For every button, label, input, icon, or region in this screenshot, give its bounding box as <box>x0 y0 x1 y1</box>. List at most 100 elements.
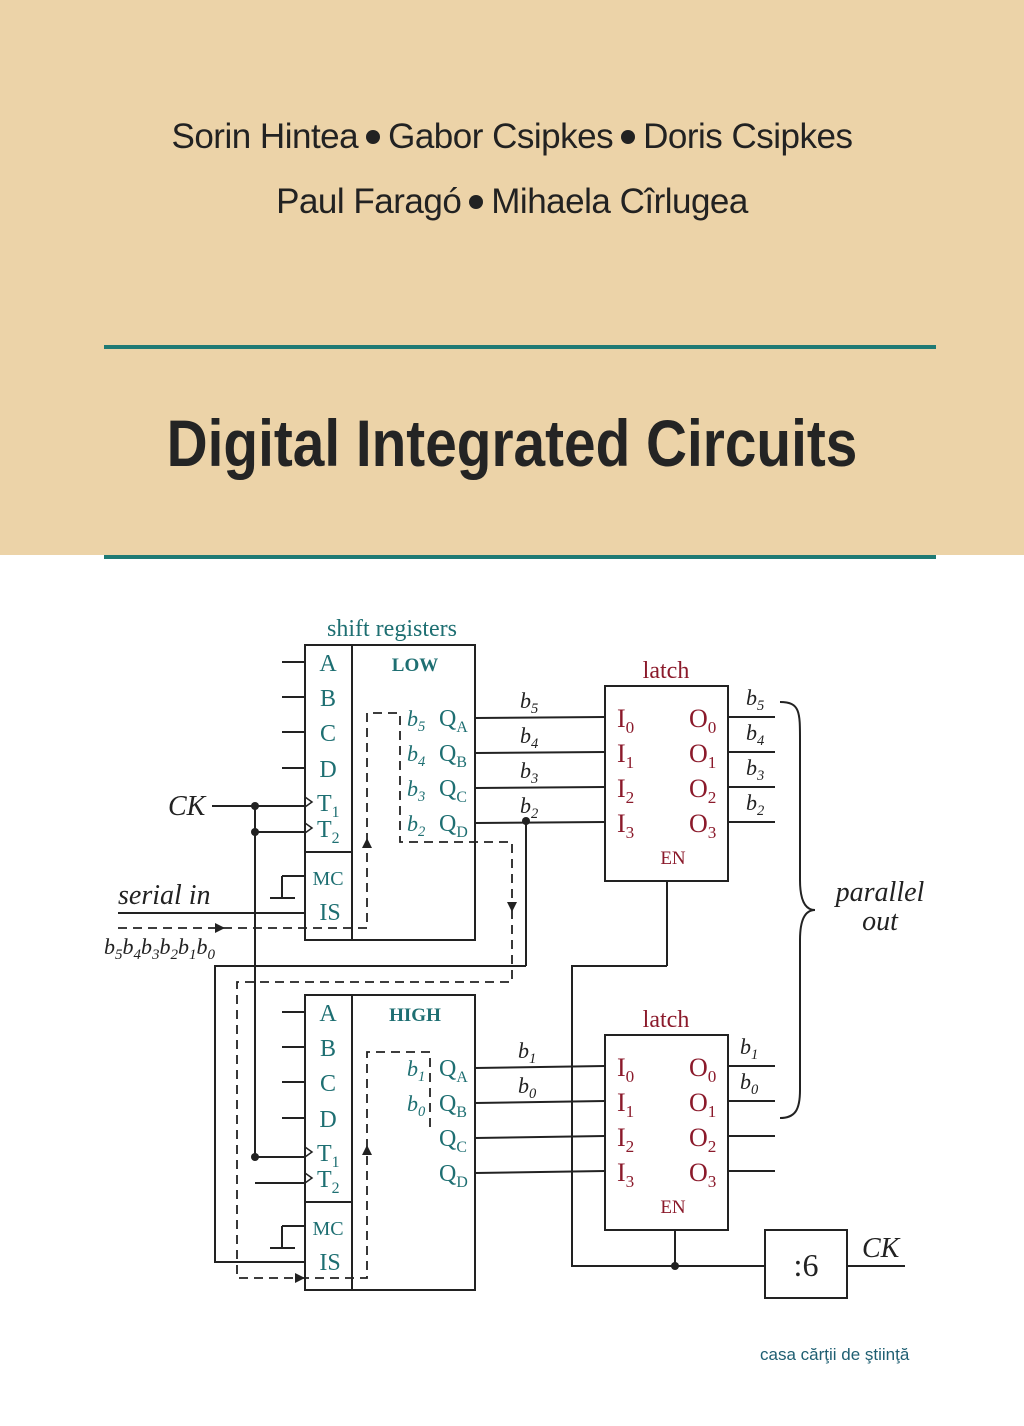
data-bus-line <box>474 821 606 824</box>
low-latch-output: O1 <box>689 739 716 772</box>
low-internal-bit: b4 <box>407 741 425 770</box>
dashed-data-path <box>366 712 513 910</box>
high-clock-input: T1 <box>317 1141 340 1171</box>
low-output-q: QB <box>439 741 467 771</box>
high-latch-label: latch <box>643 1007 690 1033</box>
low-clock-input: T2 <box>317 817 340 847</box>
low-latch-output: O3 <box>689 809 716 842</box>
author-name: Paul Faragó <box>276 182 462 221</box>
author-name: Doris Csipkes <box>643 117 853 156</box>
data-bus-line <box>474 1065 606 1069</box>
bottom-rule <box>104 555 936 559</box>
low-register-box <box>304 644 476 941</box>
high-latch-output: O0 <box>689 1053 716 1086</box>
parallel-out-brace <box>779 701 816 1119</box>
bullet-icon <box>469 194 484 209</box>
high-latch-output: O1 <box>689 1088 716 1121</box>
dashed-data-path <box>300 1148 368 1279</box>
low-is-label: IS <box>319 900 340 926</box>
high-latch-input: I1 <box>617 1088 634 1121</box>
dashed-data-path <box>366 1051 431 1148</box>
author-name: Gabor Csipkes <box>388 117 614 156</box>
bullet-icon <box>366 129 381 144</box>
high-clock-input: T2 <box>317 1167 340 1197</box>
low-input-b: B <box>320 686 336 712</box>
parallel-out-bit-label: b5 <box>746 685 764 714</box>
high-latch-input: I2 <box>617 1123 634 1156</box>
dashed-data-path <box>236 910 513 1279</box>
low-bus-bit-label: b3 <box>520 758 538 787</box>
high-input-d: D <box>319 1107 336 1133</box>
shift-registers-label: shift registers <box>327 616 457 642</box>
clock-triangle-icon <box>304 1146 314 1158</box>
arrow-icon <box>215 923 225 933</box>
low-bus-bit-label: b4 <box>520 723 538 752</box>
clock-triangle-icon <box>304 822 314 834</box>
data-bus-line <box>474 1100 606 1104</box>
high-is-label: IS <box>319 1250 340 1276</box>
divider-box <box>764 1229 848 1299</box>
author-name: Sorin Hintea <box>171 117 359 156</box>
high-register-box <box>304 994 476 1291</box>
low-bus-bit-label: b5 <box>520 688 538 717</box>
low-output-q: QA <box>439 706 468 736</box>
high-output-q: QB <box>439 1091 467 1121</box>
low-output-q: QC <box>439 776 467 806</box>
data-bus-line <box>474 751 606 754</box>
low-latch-output: O0 <box>689 704 716 737</box>
high-input-a: A <box>319 1001 337 1027</box>
parallel-out-bit-label: b1 <box>740 1034 758 1063</box>
authors-line-1: Sorin Hintea Gabor Csipkes Doris Csipkes <box>0 117 1024 157</box>
enable-line <box>571 965 765 1267</box>
bullet-icon <box>621 129 636 144</box>
junction-dot <box>251 802 259 810</box>
parallel-out-bit-label: b0 <box>740 1069 759 1098</box>
top-rule <box>104 345 936 349</box>
low-latch-enable: EN <box>660 848 686 869</box>
low-latch-input: I3 <box>617 809 634 842</box>
high-latch-enable: EN <box>660 1197 686 1218</box>
feedback-line <box>214 965 526 1263</box>
low-input-d: D <box>319 757 336 783</box>
high-internal-bit: b0 <box>407 1091 426 1120</box>
publisher-name: casa cărţii de ştiinţă <box>760 1345 910 1364</box>
high-latch-input: I0 <box>617 1053 634 1086</box>
low-mc-label: MC <box>312 868 343 890</box>
junction-dot <box>251 1153 259 1161</box>
low-latch-label: latch <box>643 658 690 684</box>
low-internal-bit: b5 <box>407 706 425 735</box>
arrow-icon <box>362 838 372 848</box>
book-title: Digital Integrated Circuits <box>166 406 858 480</box>
high-internal-bit: b1 <box>407 1056 425 1085</box>
data-bus-line <box>474 1170 606 1174</box>
parallel-out-label: parallel <box>834 877 925 908</box>
low-register-label: LOW <box>392 655 438 676</box>
ck-input-label: CK <box>168 791 207 822</box>
title-band <box>0 0 1024 555</box>
high-input-c: C <box>320 1071 336 1097</box>
arrow-icon <box>362 1145 372 1155</box>
divider-label: :6 <box>794 1247 819 1283</box>
high-latch-input: I3 <box>617 1158 634 1191</box>
low-latch-output: O2 <box>689 774 716 807</box>
low-bus-bit-label: b2 <box>520 793 538 822</box>
low-latch-input: I2 <box>617 774 634 807</box>
high-output-q: QC <box>439 1126 467 1156</box>
serial-in-label: serial in <box>118 880 211 911</box>
data-bus-line <box>474 716 606 719</box>
low-latch-input: I1 <box>617 739 634 772</box>
low-latch-box <box>604 685 729 882</box>
low-input-a: A <box>319 651 337 677</box>
high-latch-output: O2 <box>689 1123 716 1156</box>
high-output-q: QD <box>439 1161 468 1191</box>
high-output-q: QA <box>439 1056 468 1086</box>
parallel-out-label: out <box>862 906 899 937</box>
high-latch-box <box>604 1034 729 1231</box>
low-latch-input: I0 <box>617 704 634 737</box>
junction-dot <box>671 1262 679 1270</box>
high-mc-label: MC <box>312 1218 343 1240</box>
parallel-out-bit-label: b4 <box>746 720 764 749</box>
parallel-out-bit-label: b3 <box>746 755 764 784</box>
